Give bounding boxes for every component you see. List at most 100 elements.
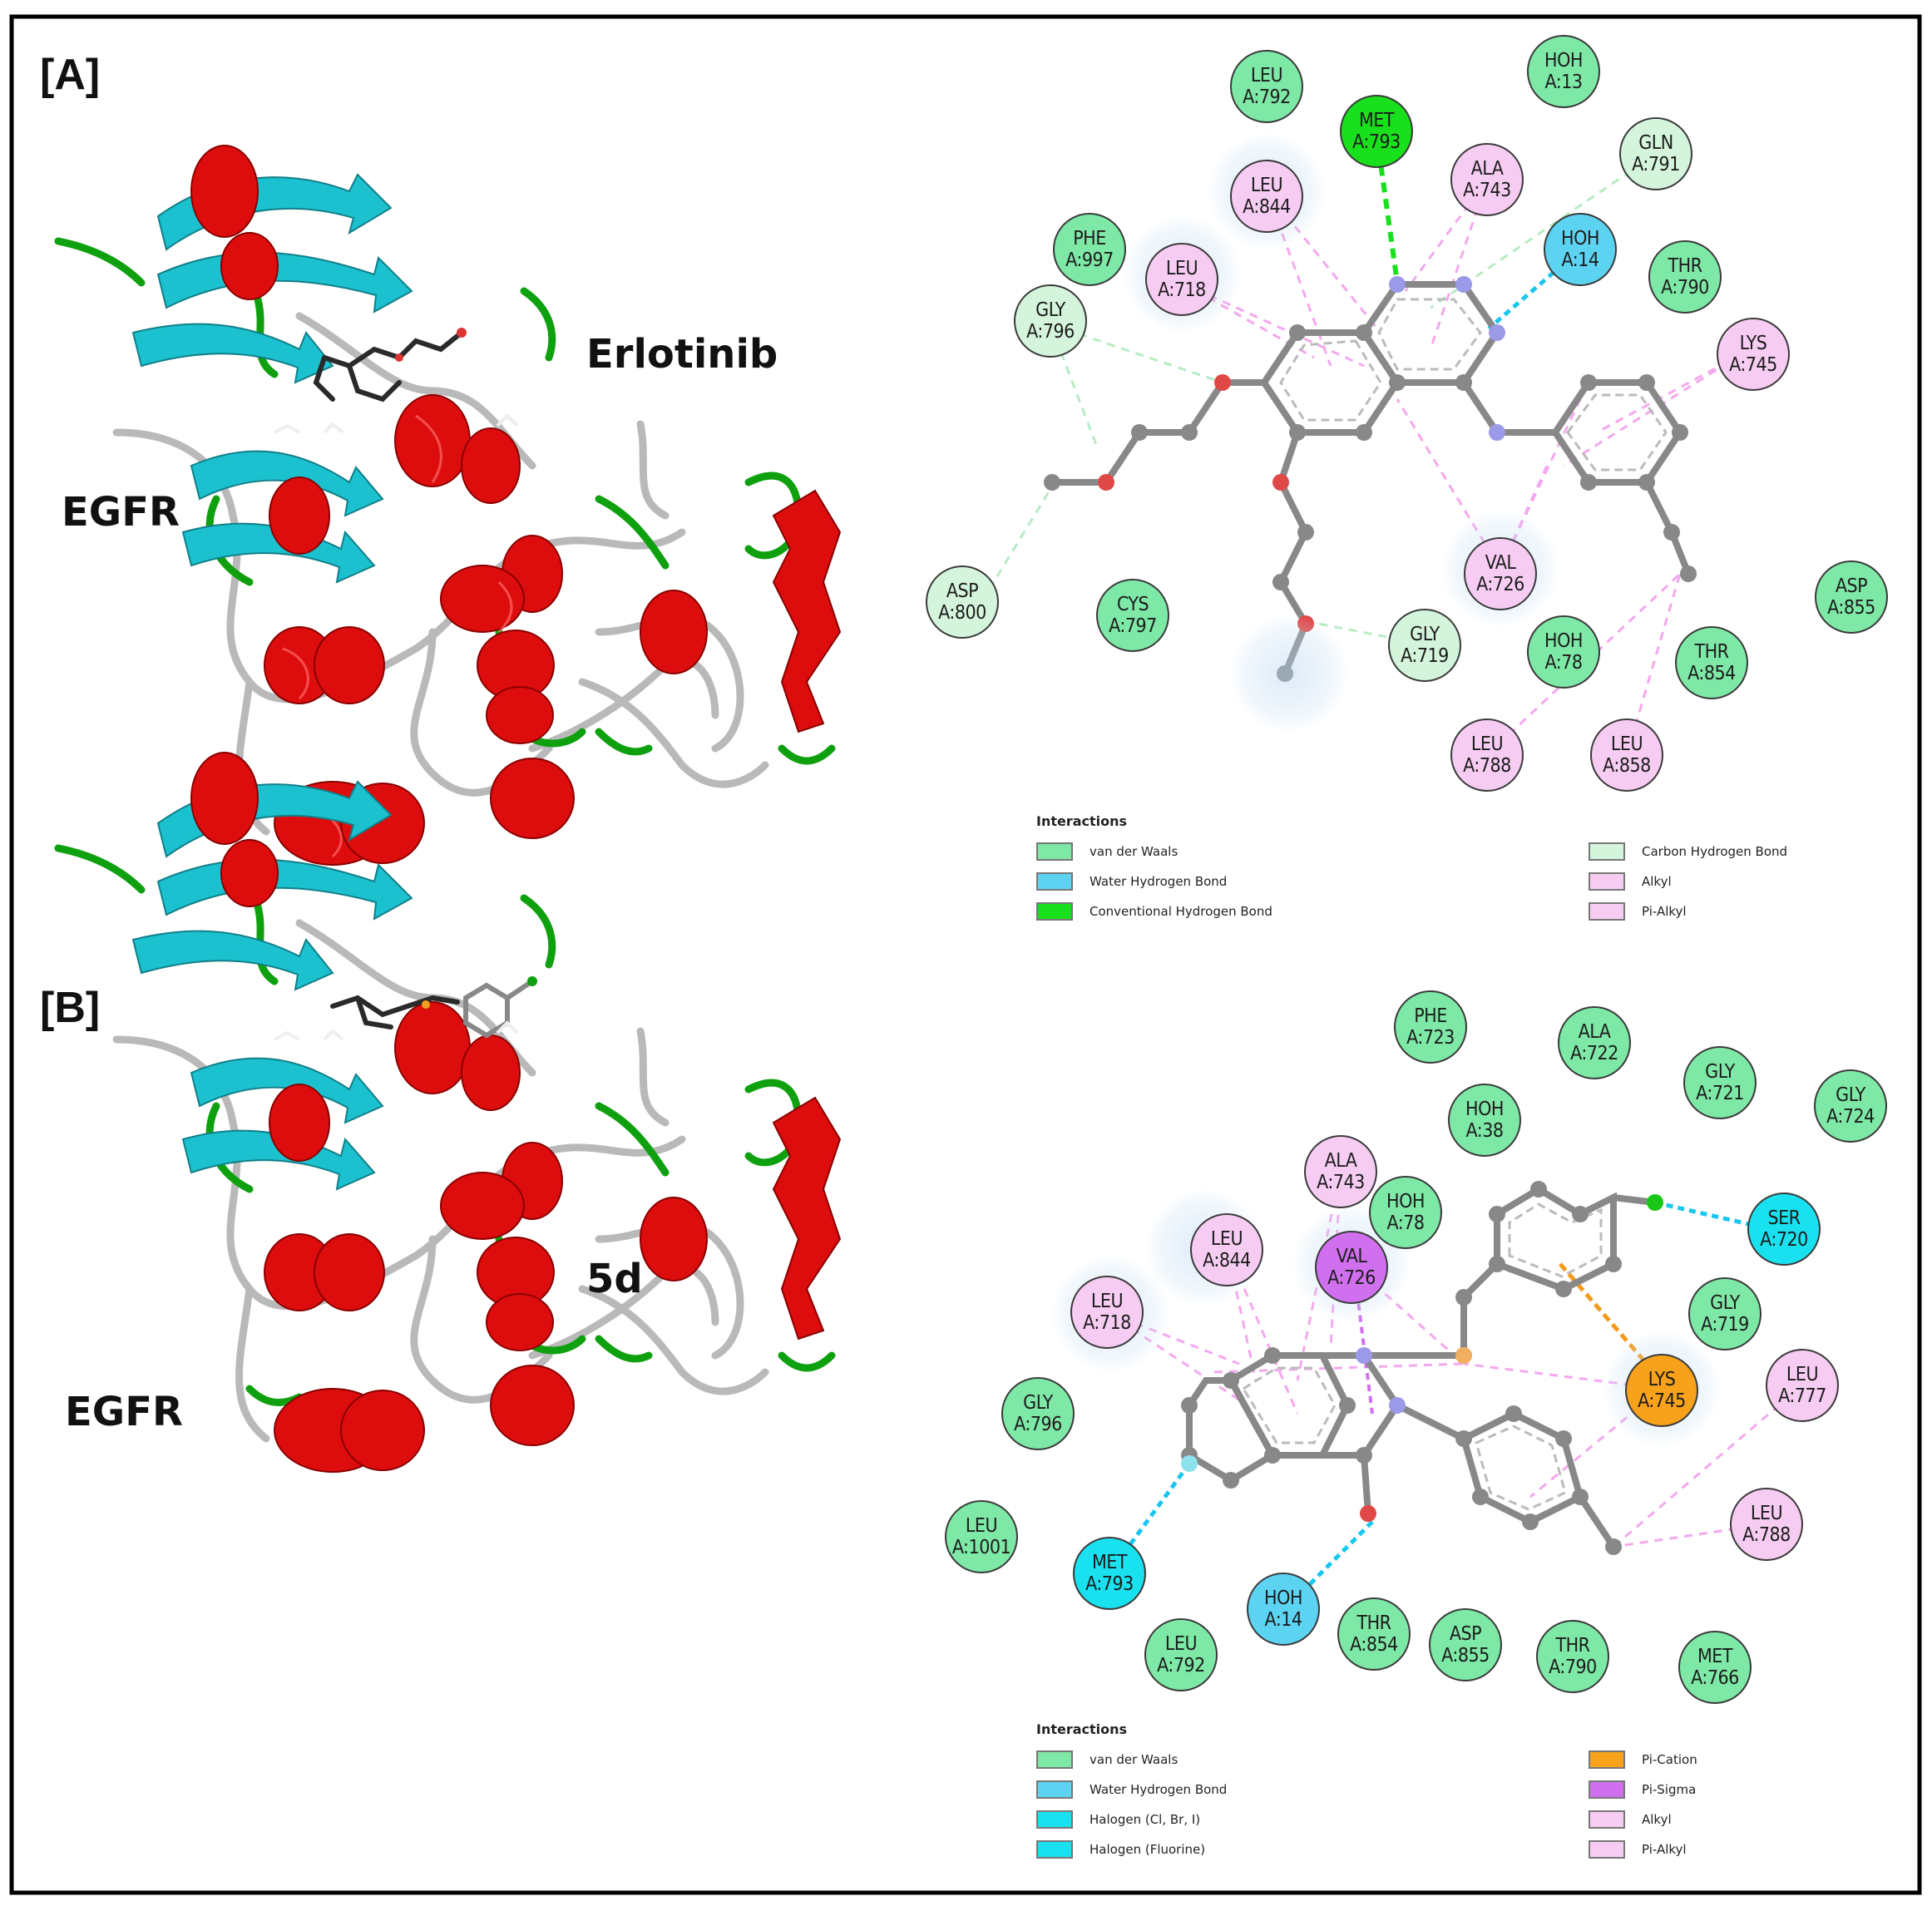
legend-swatch	[1589, 1780, 1625, 1799]
legend-label: Conventional Hydrogen Bond	[1090, 904, 1272, 919]
legend-swatch	[1589, 842, 1625, 861]
panel-a-ligand-label: Erlotinib	[586, 331, 778, 378]
legend-item: Conventional Hydrogen Bond	[1036, 901, 1272, 921]
legend-item: Pi-Cation	[1589, 1750, 1697, 1770]
legend-swatch	[1036, 1750, 1073, 1769]
legend-label: van der Waals	[1090, 844, 1178, 859]
legend-swatch	[1589, 1840, 1625, 1859]
legend-swatch	[1036, 902, 1073, 921]
legend-item: Alkyl	[1589, 872, 1672, 891]
legend-label: Halogen (Cl, Br, I)	[1090, 1812, 1201, 1827]
panel-b-label: [B]	[40, 984, 101, 1032]
halo	[1231, 615, 1347, 732]
legend-swatch	[1589, 1750, 1625, 1769]
legend-swatch	[1036, 1810, 1073, 1829]
legend-label: Pi-Sigma	[1642, 1782, 1697, 1797]
legend-item: Pi-Alkyl	[1589, 901, 1687, 921]
legend-item: Pi-Alkyl	[1589, 1839, 1687, 1859]
legend-label: van der Waals	[1090, 1752, 1178, 1767]
legend-label: Water Hydrogen Bond	[1090, 1782, 1228, 1797]
legend-item: Halogen (Fluorine)	[1036, 1839, 1205, 1859]
legend-label: Water Hydrogen Bond	[1090, 874, 1228, 889]
panel-b-protein-label: EGFR	[65, 1389, 183, 1435]
panel-a-protein-label: EGFR	[62, 489, 180, 536]
legend-item: Alkyl	[1589, 1810, 1672, 1829]
legend-title: Interactions	[1036, 1721, 1128, 1737]
legend-label: Alkyl	[1642, 874, 1672, 889]
legend-swatch	[1589, 872, 1625, 891]
legend-swatch	[1036, 872, 1073, 891]
legend-item: Pi-Sigma	[1589, 1780, 1696, 1800]
protein-ribbon-b	[54, 752, 842, 1473]
legend-swatch	[1036, 1780, 1073, 1799]
legend-label: Pi-Alkyl	[1642, 1842, 1687, 1857]
legend-item: Halogen (Cl, Br, I)	[1036, 1810, 1200, 1829]
legend-label: Halogen (Fluorine)	[1090, 1842, 1206, 1857]
legend-label: Carbon Hydrogen Bond	[1642, 844, 1788, 859]
legend-swatch	[1589, 1810, 1625, 1829]
legend-label: Pi-Cation	[1642, 1752, 1697, 1767]
legend-item: van der Waals	[1036, 1750, 1178, 1770]
legend-swatch	[1036, 842, 1073, 861]
ligand-5d-2d	[1181, 1181, 1663, 1555]
legend-item: Carbon Hydrogen Bond	[1589, 842, 1787, 862]
legend-swatch	[1589, 902, 1625, 921]
legend-swatch	[1036, 1840, 1073, 1859]
legend-item: Water Hydrogen Bond	[1036, 872, 1227, 891]
legend-title: Interactions	[1036, 813, 1128, 829]
panel-a-label: [A]	[40, 51, 101, 99]
ligand-erlotinib-2d	[1044, 276, 1697, 682]
legend-label: Pi-Alkyl	[1642, 904, 1687, 919]
legend-label: Alkyl	[1642, 1812, 1672, 1827]
legend-item: Water Hydrogen Bond	[1036, 1780, 1227, 1800]
panel-b-ligand-label: 5d	[586, 1256, 643, 1302]
legend-item: van der Waals	[1036, 842, 1178, 862]
